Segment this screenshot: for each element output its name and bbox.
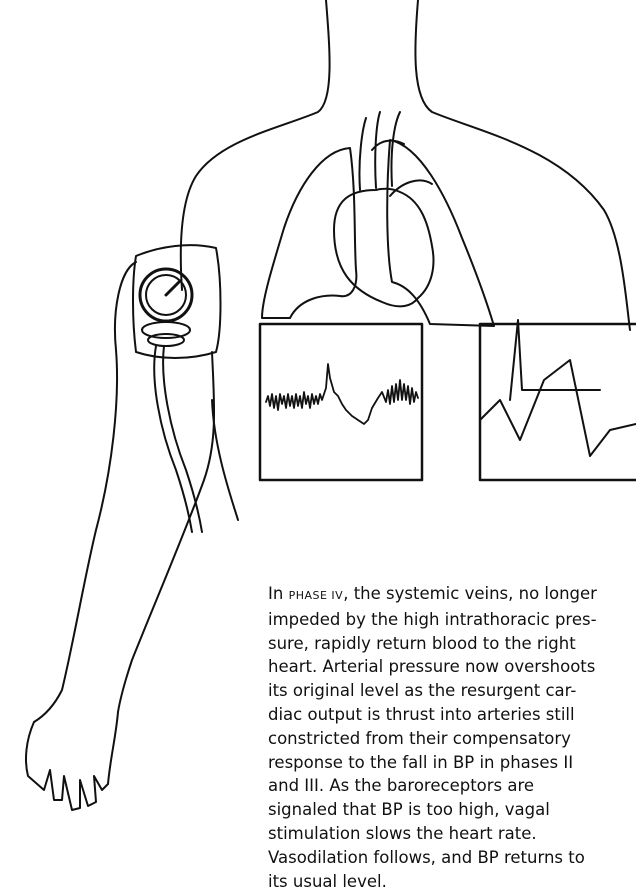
- heart-rate-tracing-box: [480, 324, 636, 480]
- aorta: [359, 112, 404, 190]
- caption-line-8: response to the fall in BP in phases II: [268, 751, 630, 775]
- gauge-needle: [166, 281, 180, 295]
- hand: [26, 712, 118, 810]
- caption-line-11: stimulation slows the heart rate.: [268, 822, 630, 846]
- arm-outer: [34, 262, 136, 722]
- right-lung: [387, 140, 494, 326]
- arm-inner: [118, 352, 214, 712]
- gauge-base: [142, 322, 190, 338]
- left-lung: [262, 148, 356, 318]
- arterial-pressure-trace: [266, 364, 418, 424]
- caption-line-3: sure, rapidly return blood to the right: [268, 632, 630, 656]
- phase-label: PHASE IV: [289, 589, 344, 602]
- torso-outline-right: [415, 0, 630, 330]
- phase-iv-caption: In PHASE IV, the systemic veins, no long…: [268, 582, 630, 893]
- pulmonary-trunk: [390, 180, 432, 196]
- caption-line-5: its original level as the resurgent car-: [268, 679, 630, 703]
- gauge-base-lower: [148, 334, 184, 346]
- torso-left-side: [212, 400, 238, 520]
- caption-line-2: impeded by the high intrathoracic pres-: [268, 608, 630, 632]
- heart-rate-trace: [480, 360, 636, 456]
- caption-line-6: diac output is thrust into arteries stil…: [268, 703, 630, 727]
- caption-line-12: Vasodilation follows, and BP returns to: [268, 846, 630, 870]
- heart: [334, 189, 433, 307]
- caption-line-1: In PHASE IV, the systemic veins, no long…: [268, 582, 630, 608]
- caption-lead: In: [268, 584, 289, 603]
- torso-right-peak: [510, 320, 600, 400]
- caption-line-9: and III. As the baroreceptors are: [268, 774, 630, 798]
- caption-line-10: signaled that BP is too high, vagal: [268, 798, 630, 822]
- caption-line-4: heart. Arterial pressure now overshoots: [268, 655, 630, 679]
- caption-line-13: its usual level.: [268, 870, 630, 893]
- caption-line-7: constricted from their compensatory: [268, 727, 630, 751]
